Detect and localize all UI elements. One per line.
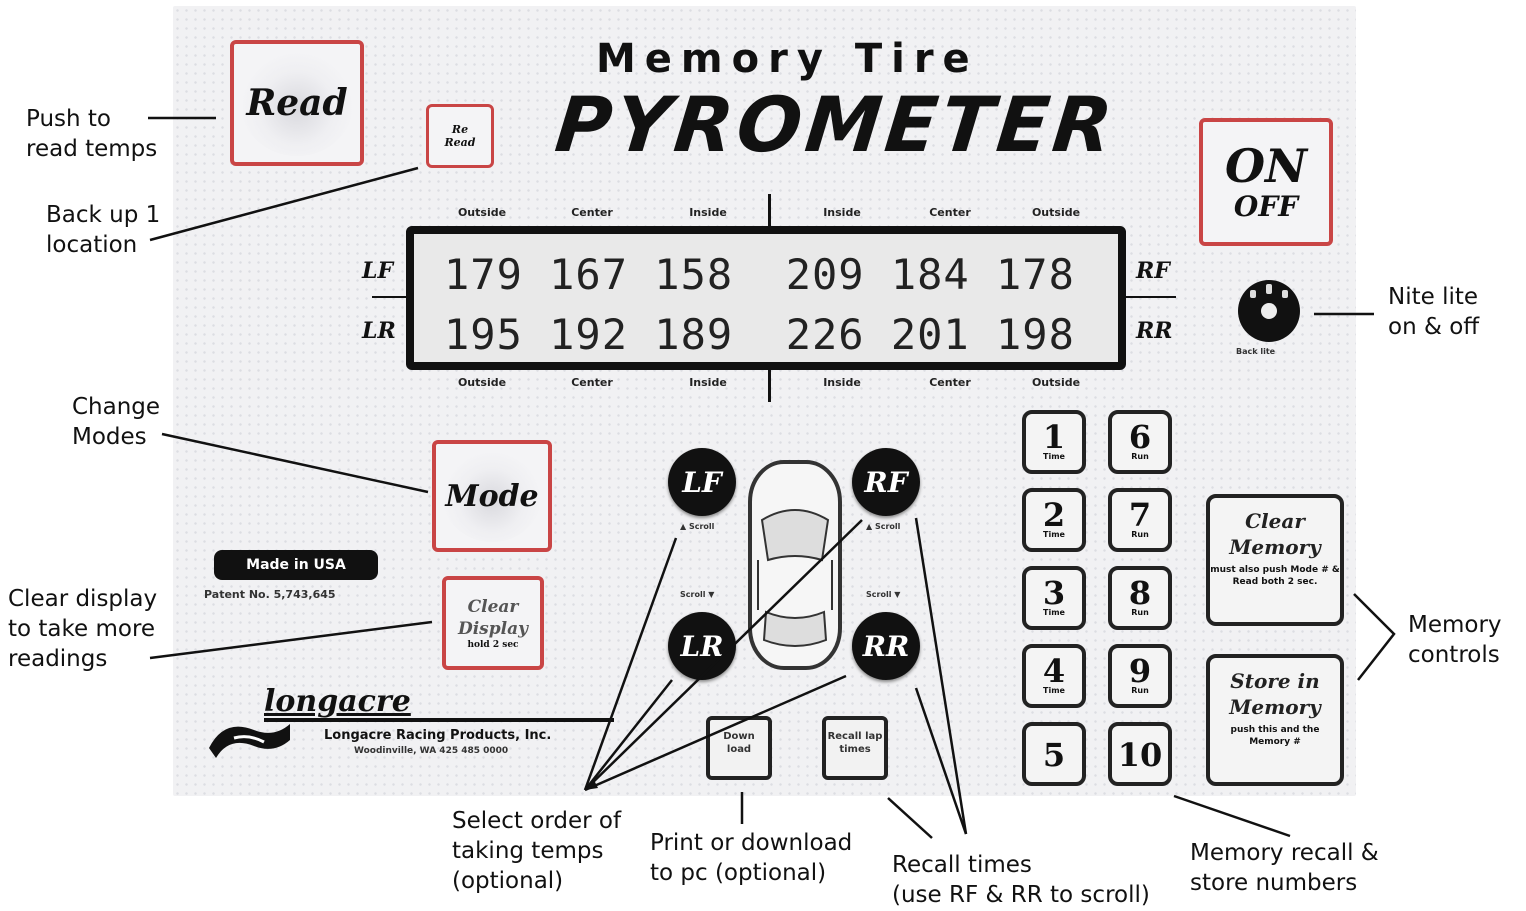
lcd-label-lr: LR [362,318,396,344]
mode-button-label: Mode [445,478,539,514]
brand-name: longacre [264,684,411,719]
clear-memory-sublabel: must also push Mode # & Read both 2 sec. [1210,565,1340,587]
recall-lap-times-button[interactable]: Recall lap times [822,716,888,780]
tire-rr-button[interactable]: RR [852,612,920,680]
col-header-bottom-5: Center [929,376,971,389]
tire-lf-button[interactable]: LF [668,448,736,516]
read-button[interactable]: Read [230,40,364,166]
brand-company: Longacre Racing Products, Inc. [324,728,552,743]
col-header-bottom-6: Outside [1031,376,1081,389]
clear-memory-label: Clear Memory [1229,509,1321,559]
lcd-center-divider-top [768,194,771,226]
title-line2: PYROMETER [551,80,1121,169]
tire-lr-button[interactable]: LR [668,612,736,680]
scroll-down-lr: Scroll ▼ [680,590,715,599]
clear-memory-button[interactable]: Clear Memory must also push Mode # & Rea… [1206,494,1344,626]
col-header-bottom-3: Inside [689,376,727,389]
download-button[interactable]: Down load [706,716,772,780]
col-header-top-5: Center [929,206,971,219]
lcd-label-rf: RF [1136,258,1170,284]
col-header-bottom-4: Inside [823,376,861,389]
flag-logo-icon [209,724,290,758]
lcd-left-line [372,296,406,298]
clear-display-label: Clear Display [457,597,528,639]
on-off-button[interactable]: ON OFF [1199,118,1333,246]
made-in-usa-badge: Made in USA [214,550,378,580]
read-button-label: Read [246,82,348,124]
lcd-right-line [1126,296,1176,298]
reread-button-label: Re Read [444,123,476,149]
col-header-top-6: Outside [1031,206,1081,219]
lcd-center-divider-bottom [768,370,771,402]
longacre-logo: longacre Longacre Racing Products, Inc. … [204,684,624,780]
tire-rf-button[interactable]: RF [852,448,920,516]
brand-address: Woodinville, WA 425 485 0000 [354,746,509,756]
clear-display-sublabel: hold 2 sec [467,640,519,650]
store-memory-button[interactable]: Store in Memory push this and the Memory… [1206,654,1344,786]
store-memory-sublabel: push this and the Memory # [1230,725,1320,747]
lcd-label-rr: RR [1136,318,1173,344]
col-header-bottom-2: Center [571,376,613,389]
knob-center [1261,303,1277,319]
annotation-recall-times: Recall times(use RF & RR to scroll) [892,852,1150,908]
back-lite-label: Back lite [1236,347,1276,356]
lcd-row-front: 179 167 158 209 184 178 [444,250,1075,299]
pyrometer-panel [173,6,1356,796]
mode-button[interactable]: Mode [432,440,552,552]
back-lite-knob[interactable] [1238,280,1300,342]
off-label: OFF [1233,190,1299,223]
lcd-label-lf: LF [362,258,394,284]
col-header-top-3: Inside [689,206,727,219]
scroll-down-rr: Scroll ▼ [866,590,901,599]
on-label: ON [1224,139,1308,193]
scroll-up-rf: ▲ Scroll [866,522,901,531]
annotation-memory-recall: Memory recall &store numbers [1190,840,1379,896]
lcd-row-rear: 195 192 189 226 201 198 [444,310,1075,359]
col-header-bottom-1: Outside [457,376,507,389]
patent-number: Patent No. 5,743,645 [204,588,336,601]
reread-button[interactable]: Re Read [426,104,494,168]
lcd-display: 179 167 158 209 184 178 195 192 189 226 … [406,226,1126,370]
memory-key-10[interactable]: 10 [1108,722,1172,786]
col-header-top-2: Center [571,206,613,219]
clear-display-button[interactable]: Clear Display hold 2 sec [442,576,544,670]
col-header-top-4: Inside [823,206,861,219]
scroll-up-lf: ▲ Scroll [680,522,715,531]
col-header-top-1: Outside [457,206,507,219]
title-line1: Memory Tire [596,36,979,82]
store-memory-label: Store in Memory [1229,669,1321,719]
memory-key-5[interactable]: 5 [1022,722,1086,786]
